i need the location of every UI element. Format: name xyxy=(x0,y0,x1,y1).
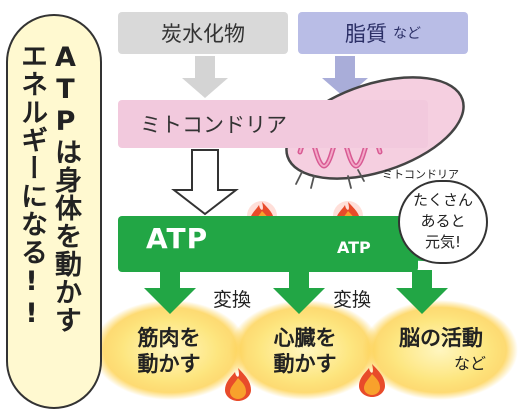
glow-heart xyxy=(229,300,381,400)
output-muscle-line2: 動かす xyxy=(137,352,201,376)
flame-icon xyxy=(225,368,251,401)
lipid-box: 脂質 など xyxy=(298,12,468,54)
speech-right-text: たくさん あると 元気! xyxy=(398,190,488,253)
conversion-label-2: 変換 xyxy=(333,289,372,311)
output-heart: 心臓を 動かす xyxy=(246,325,364,377)
atp-small-label: ATP xyxy=(337,238,371,257)
output-heart-line1: 心臓を xyxy=(273,326,337,350)
glow-muscle xyxy=(92,300,248,400)
lipid-suffix: など xyxy=(393,26,421,42)
speech-bubble-left xyxy=(6,14,102,409)
speech-bubble-right xyxy=(398,180,488,264)
speech-right-line1: たくさん xyxy=(412,191,473,209)
output-brain: 脳の活動 など xyxy=(378,325,504,377)
carbohydrate-label: 炭水化物 xyxy=(161,22,245,46)
output-muscle: 筋肉を 動かす xyxy=(110,325,228,377)
output-brain-line1: 脳の活動 xyxy=(399,326,483,350)
lipid-label: 脂質 xyxy=(345,22,387,46)
speech-left-line1: ATPは身体を動かす xyxy=(50,42,81,334)
output-brain-line2: など xyxy=(453,354,486,373)
mitochondria-band: ミトコンドリア xyxy=(118,100,428,148)
atp-label: ATP xyxy=(146,222,209,255)
atp-band xyxy=(118,216,418,272)
mitochondria-band-label: ミトコンドリア xyxy=(140,113,287,137)
glow-brain xyxy=(362,300,518,400)
green-arrows xyxy=(144,270,448,314)
carbohydrate-box: 炭水化物 xyxy=(118,12,288,54)
speech-right-line2: あると xyxy=(420,212,466,230)
speech-right-line3: 元気! xyxy=(424,233,461,251)
mitochondria-caption: ミトコンドリア xyxy=(382,168,459,181)
output-heart-line2: 動かす xyxy=(273,352,337,376)
flame-icon xyxy=(359,364,385,397)
speech-left-line2: エネルギーになる!! xyxy=(16,42,47,330)
output-muscle-line1: 筋肉を xyxy=(137,326,201,350)
arrow-mito-to-atp xyxy=(171,149,239,216)
conversion-label-1: 変換 xyxy=(213,289,252,311)
arrow-carb-down xyxy=(182,56,228,98)
